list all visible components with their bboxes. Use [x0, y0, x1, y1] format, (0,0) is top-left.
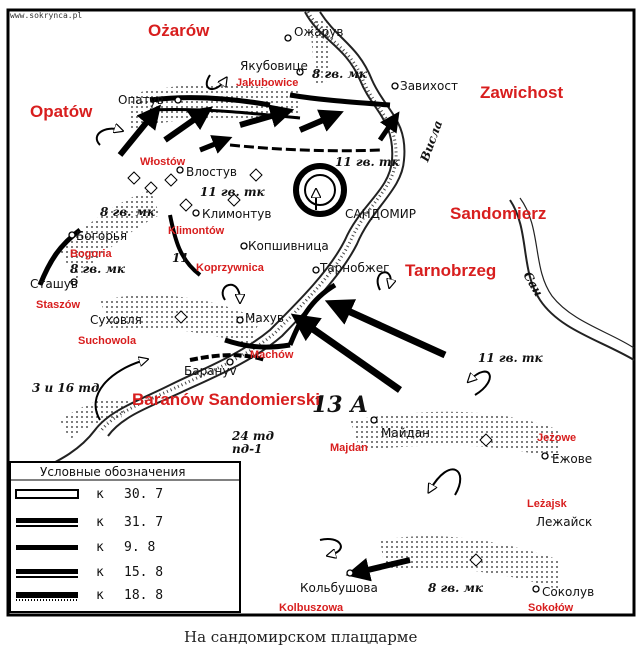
legend-box	[9, 461, 241, 613]
unit-label-8-gv-mk-left: 8 гв. мк	[100, 205, 156, 219]
watermark: www.sokrynca.pl	[10, 11, 83, 20]
pl-label-opatow: Opatów	[30, 102, 93, 121]
map-caption: На сандомирском плацдарме	[184, 628, 418, 646]
sandomierz-ring	[293, 163, 347, 217]
pl-label-jezowe: Jeżowe	[537, 432, 577, 444]
town-label-klimontuv: Климонтув	[202, 207, 272, 221]
attack-arrows	[117, 104, 447, 582]
unit-label-8-gv-mk-bogoria: 8 гв. мк	[70, 262, 126, 276]
town-label-vlostuv: Влостув	[186, 165, 238, 179]
pl-label-sandomierz: Sandomierz	[450, 204, 547, 223]
town-label-tarnobzheg: Тарнобжег	[320, 261, 390, 275]
legend-item-2-date: 31. 7	[124, 515, 164, 530]
unit-label-11-gv-tk-top: 11 гв. тк	[335, 155, 400, 169]
town-label-maidan: Майдан	[381, 426, 431, 440]
town-label-yakubovitse: Якубовице	[240, 59, 308, 73]
pl-label-suchowola: Suchowola	[78, 335, 137, 347]
legend-item-3-date: 9. 8	[124, 540, 156, 555]
legend-item-2-prefix: к	[96, 515, 104, 530]
pl-label-koprzywnica: Koprzywnica	[196, 262, 264, 274]
pl-label-lezajsk: Leżajsk	[527, 498, 567, 510]
pl-label-ozarow: Ożarów	[148, 21, 210, 40]
unit-label-pd-1: пд-1	[232, 442, 263, 456]
pl-label-baranow-sandomierski: Baranów Sandomierski	[132, 390, 321, 409]
pl-label-zawichost: Zawichost	[480, 83, 564, 102]
legend-item-3-prefix: к	[96, 540, 104, 555]
legend-item-4-prefix: к	[96, 565, 104, 580]
legend-item-4-date: 15. 8	[124, 565, 164, 580]
unit-label-11-gv-tk-mid: 11 гв. тк	[200, 185, 265, 199]
pl-label-tarnobrzeg: Tarnobrzeg	[405, 261, 497, 280]
unit-label-11-koprzywnica: 11	[172, 251, 189, 265]
pl-label-bogoria: Bogoria	[70, 248, 112, 260]
legend-item-1-prefix: к	[96, 487, 104, 502]
unit-label-8-gv-mk-bottom: 8 гв. мк	[428, 581, 484, 595]
unit-label-24-td: 24 тд	[232, 429, 274, 443]
unit-label-8-gv-mk-top: 8 гв. мк	[312, 67, 368, 81]
town-label-opatuv: Опатув	[118, 93, 164, 107]
pl-label-majdan: Majdan	[330, 442, 368, 454]
town-label-baranuv: Барануv	[184, 364, 237, 378]
legend-item-5-prefix: к	[96, 588, 104, 603]
legend-item-5-date: 18. 8	[124, 588, 164, 603]
town-label-kopshivnitsa: Копшивница	[248, 239, 329, 253]
army-label-13a: 13 А	[312, 392, 369, 418]
town-label-bogoria: Богорья	[76, 229, 128, 243]
pl-label-sokolow: Sokołów	[528, 602, 574, 614]
town-label-kolbushova: Кольбушова	[300, 581, 378, 595]
pl-label-kolbuszowa: Kolbuszowa	[279, 602, 344, 614]
pl-label-wlostow: Włostów	[140, 156, 186, 168]
town-label-sokoluv: Соколув	[542, 585, 595, 599]
legend-title: Условные обозначения	[40, 465, 186, 479]
town-markers	[68, 34, 549, 593]
tank-symbols	[127, 168, 493, 567]
front-zones	[60, 20, 560, 590]
pl-label-staszow: Staszów	[36, 299, 81, 311]
legend-swatches	[15, 489, 79, 601]
unit-label-3-16-td: 3 и 16 тд	[32, 381, 100, 395]
town-label-ozharuv: Ожарув	[294, 25, 344, 39]
pl-label-machow: Machów	[250, 349, 294, 361]
town-label-sandomir: САНДОМИР	[345, 207, 416, 221]
unit-label-11-gv-tk-right: 11 гв. тк	[478, 351, 543, 365]
counter-arrows	[94, 74, 491, 555]
pl-label-klimontow: Klimontów	[168, 225, 225, 237]
legend-item-1-date: 30. 7	[124, 487, 164, 502]
town-label-lezhaisk: Лежайск	[536, 515, 593, 529]
town-label-zavikhost: Завихост	[400, 79, 458, 93]
town-label-makhuv: Махув	[245, 311, 284, 325]
town-label-ezhove: Ежове	[552, 452, 593, 466]
pl-label-jakubowice: Jakubowice	[236, 77, 299, 89]
town-label-sukhovolya: Суховля	[90, 313, 142, 327]
town-label-stashuv: Сташув	[30, 277, 78, 291]
san-river	[509, 197, 635, 361]
